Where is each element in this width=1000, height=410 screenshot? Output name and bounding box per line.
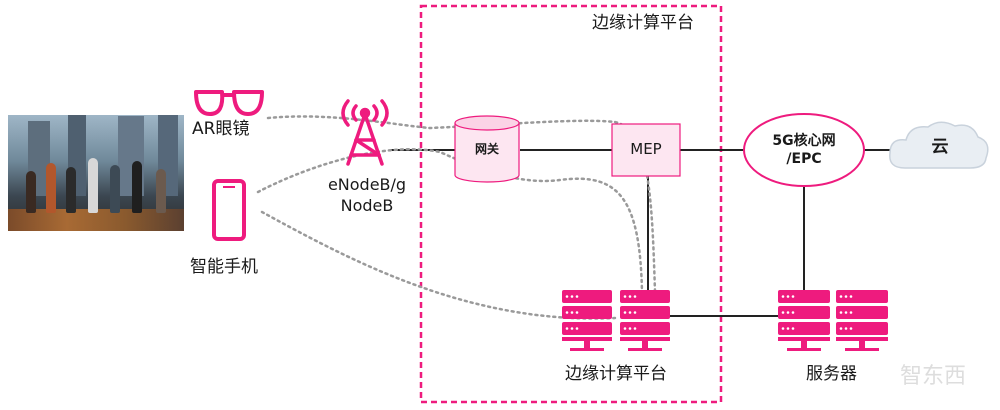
server-rack-icon <box>562 290 612 351</box>
path-phone-dataflow <box>260 210 617 320</box>
solid-links <box>390 149 898 317</box>
server-rack-icon <box>778 290 830 351</box>
server-racks <box>778 290 888 351</box>
gateway-cylinder-icon <box>454 115 520 183</box>
base-station-label-1: eNodeB/g <box>327 175 407 194</box>
server-rack-icon <box>620 290 670 351</box>
gateway-label: 网关 <box>474 142 499 156</box>
ar-glasses-icon <box>194 90 264 116</box>
core-network-label-1: 5G核心网 <box>772 133 836 149</box>
smartphone-label: 智能手机 <box>190 257 258 277</box>
mec-platform-boundary <box>419 4 723 404</box>
servers-label: 服务器 <box>806 364 857 384</box>
cell-tower-icon <box>341 99 389 166</box>
cloud-icon <box>889 121 989 169</box>
edge-server-racks <box>562 290 670 351</box>
base-station-label-2: NodeB <box>340 196 394 215</box>
core-network-ellipse <box>743 113 865 187</box>
ar-glasses-label: AR眼镜 <box>192 119 250 139</box>
edge-servers-label: 边缘计算平台 <box>565 364 667 384</box>
core-network-label-2: /EPC <box>786 151 822 167</box>
server-rack-icon <box>836 290 888 351</box>
smartphone-icon <box>212 179 246 241</box>
mep-box <box>611 123 681 177</box>
street-photo <box>8 115 184 231</box>
path-phone-edge <box>256 148 644 294</box>
watermark-logo: 智东西 <box>900 364 967 389</box>
mec-platform-title: 边缘计算平台 <box>592 13 694 33</box>
mep-label: MEP <box>630 140 662 158</box>
cloud-label: 云 <box>931 137 949 157</box>
